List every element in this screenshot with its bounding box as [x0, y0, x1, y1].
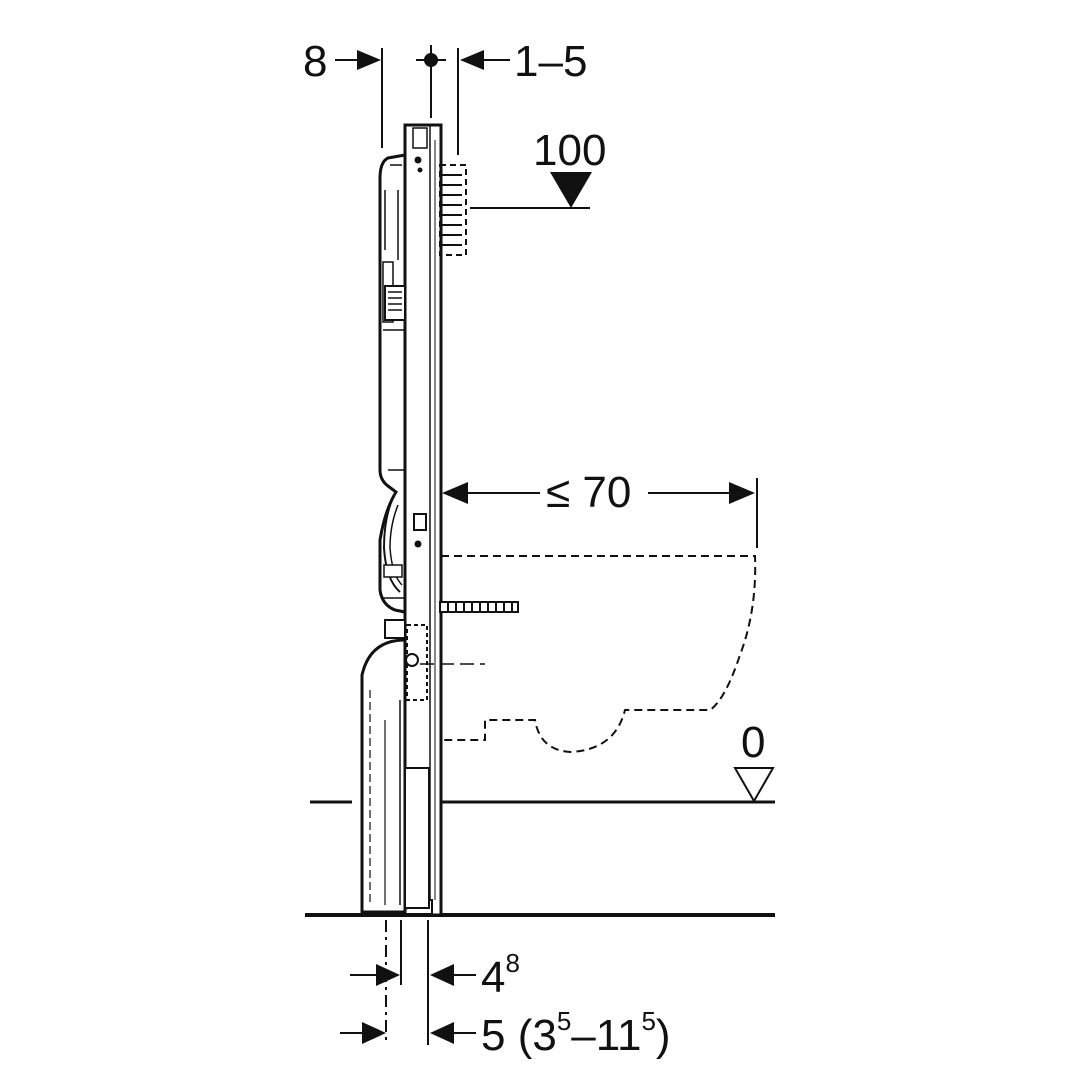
height-marker: 100 — [533, 126, 606, 208]
bottom-extension-lines — [385, 920, 429, 1045]
dim-bottom-lower-label: 5 (35–115) — [481, 1006, 671, 1060]
wc-bowl-outline — [441, 555, 757, 754]
axis-marker — [416, 45, 446, 118]
floor-level-marker: 0 — [733, 718, 775, 804]
drain-pipe — [360, 619, 485, 914]
dim-top-right-label: 1–5 — [514, 37, 587, 86]
dim-top-left-label: 8 — [303, 37, 327, 86]
dim-bottom-upper-label: 48 — [481, 948, 520, 1002]
floor-lines — [305, 800, 775, 917]
water-connection — [439, 164, 590, 256]
mounting-bolt — [439, 601, 519, 613]
dim-bottom-lower: 5 (35–115) — [340, 1006, 671, 1060]
dim-top-left: 8 — [303, 37, 383, 148]
dim-top-right: 1–5 — [457, 37, 587, 155]
dim-bottom-upper: 48 — [350, 948, 520, 1002]
floor-level-label: 0 — [741, 718, 765, 767]
cistern — [378, 153, 407, 614]
dim-bowl-depth-label: ≤ 70 — [546, 468, 631, 517]
height-marker-label: 100 — [533, 126, 606, 175]
dim-bowl-depth: ≤ 70 — [442, 468, 758, 548]
